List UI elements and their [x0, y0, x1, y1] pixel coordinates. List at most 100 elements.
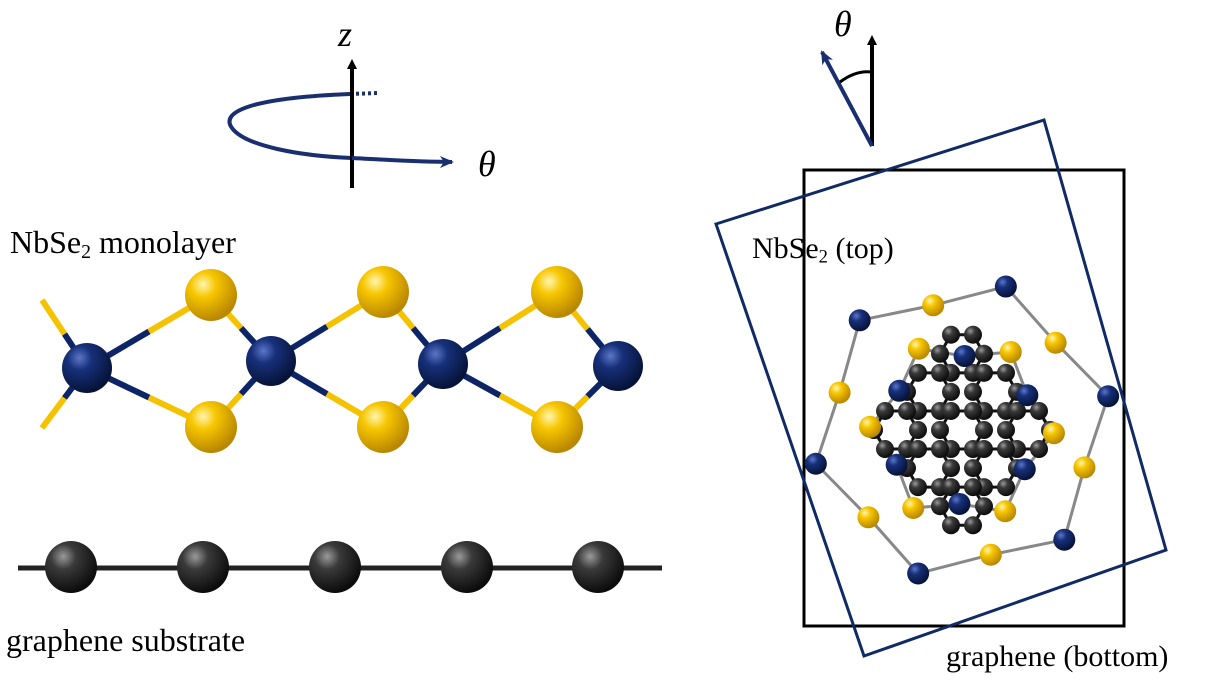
carbon-atom: [997, 440, 1015, 459]
nbse2-bond: [814, 392, 842, 465]
se-atom: [357, 401, 409, 453]
carbon-atom: [997, 421, 1015, 439]
nb-atom: [804, 452, 827, 475]
twist-angle-indicator: [820, 35, 877, 147]
carbon-atom: [1030, 440, 1048, 459]
twist-angle-label: θ: [834, 4, 852, 44]
graphene-bottom-label: graphene (bottom): [946, 640, 1169, 673]
nbse2-monolayer-label: NbSe2 monolayer: [10, 224, 236, 262]
carbon-atom: [177, 541, 229, 593]
nb-atom: [1013, 458, 1036, 481]
nb-atom: [1053, 528, 1076, 551]
carbon-atom: [909, 363, 927, 382]
se-atom: [922, 294, 945, 317]
carbon-atom: [942, 401, 960, 420]
nbse2-top-rest: (top): [827, 232, 894, 265]
carbon-atom: [975, 421, 993, 439]
nb-atom: [994, 275, 1017, 298]
carbon-atom: [572, 541, 624, 593]
carbon-atom: [1008, 401, 1026, 420]
carbon-atom: [876, 401, 894, 420]
carbon-atom: [909, 421, 927, 439]
carbon-atom: [909, 478, 927, 497]
carbon-atom: [45, 541, 97, 593]
nb-se-bond: [39, 396, 67, 430]
top-view-lattice: [804, 275, 1120, 585]
carbon-atom: [964, 516, 982, 535]
se-atom: [531, 401, 583, 453]
carbon-atom: [975, 497, 993, 516]
se-atom: [828, 381, 851, 404]
se-atom: [1042, 422, 1065, 445]
nbse2-bond: [1004, 285, 1057, 344]
angle-arc: [839, 70, 873, 84]
carbon-atom: [975, 363, 993, 382]
carbon-atom: [931, 421, 949, 439]
carbon-atom: [931, 497, 949, 516]
carbon-atom: [309, 541, 361, 593]
carbon-atom: [942, 325, 960, 344]
carbon-atom: [942, 459, 960, 478]
carbon-atom: [1030, 401, 1048, 420]
nb-atom: [885, 453, 908, 476]
nbse2-bond: [932, 285, 1007, 307]
nbse2-bond: [838, 319, 862, 393]
se-atom: [1073, 456, 1096, 479]
carbon-atom: [964, 401, 982, 420]
rotated-axis-line: [820, 50, 874, 147]
nbse2-top-main: NbSe: [752, 232, 819, 265]
carbon-atom: [942, 516, 960, 535]
rotation-angle-label: θ: [478, 144, 496, 184]
se-atom: [185, 269, 237, 321]
carbon-atom: [898, 401, 916, 420]
nb-atom: [1016, 384, 1039, 407]
nb-atom: [948, 492, 971, 515]
nbse2-side-view: [39, 266, 643, 453]
carbon-atom: [441, 541, 493, 593]
carbon-atom: [997, 478, 1015, 497]
nb-atom: [246, 336, 296, 386]
nbse2-frame: [714, 118, 1168, 658]
se-atom: [531, 266, 583, 318]
nb-se-bond: [39, 298, 68, 336]
z-axis-label: z: [338, 14, 353, 54]
carbon-atom: [997, 363, 1015, 382]
nb-atom: [593, 341, 643, 391]
nb-atom: [953, 345, 976, 368]
nbse2-main-text: NbSe: [10, 224, 82, 260]
se-atom: [357, 266, 409, 318]
nb-atom: [888, 379, 911, 402]
nb-atom: [418, 339, 468, 389]
nb-atom: [907, 562, 930, 585]
nbse2-bond: [917, 553, 992, 575]
carbon-atom: [975, 344, 993, 363]
se-atom: [857, 506, 880, 529]
nbse2-bond: [867, 516, 920, 575]
nbse2-bond: [1082, 395, 1110, 468]
carbon-atom: [931, 440, 949, 459]
nbse2-bond: [990, 538, 1065, 557]
graphene-substrate-label: graphene substrate: [6, 622, 246, 658]
nb-atom: [62, 343, 112, 393]
se-atom: [907, 337, 930, 360]
carbon-atom: [909, 440, 927, 459]
se-atom: [979, 543, 1002, 566]
carbon-atom: [876, 440, 894, 459]
se-atom: [859, 415, 882, 438]
rotation-axis-group: [227, 59, 454, 188]
carbon-atom: [931, 344, 949, 363]
nb-atom: [1097, 385, 1120, 408]
se-atom: [994, 500, 1017, 523]
nbse2-top-subscript: 2: [818, 246, 828, 268]
se-atom: [999, 340, 1022, 363]
nbse2-bond: [1062, 467, 1086, 541]
rotation-orbit-fade: [349, 91, 379, 96]
nbse2-top-label: NbSe2 (top): [752, 232, 894, 267]
rotation-orbit-back: [227, 92, 353, 160]
nbse2-rest-text: monolayer: [91, 224, 236, 260]
nbse2-subscript: 2: [81, 240, 92, 263]
carbon-atom: [931, 363, 949, 382]
carbon-atom: [942, 478, 960, 497]
